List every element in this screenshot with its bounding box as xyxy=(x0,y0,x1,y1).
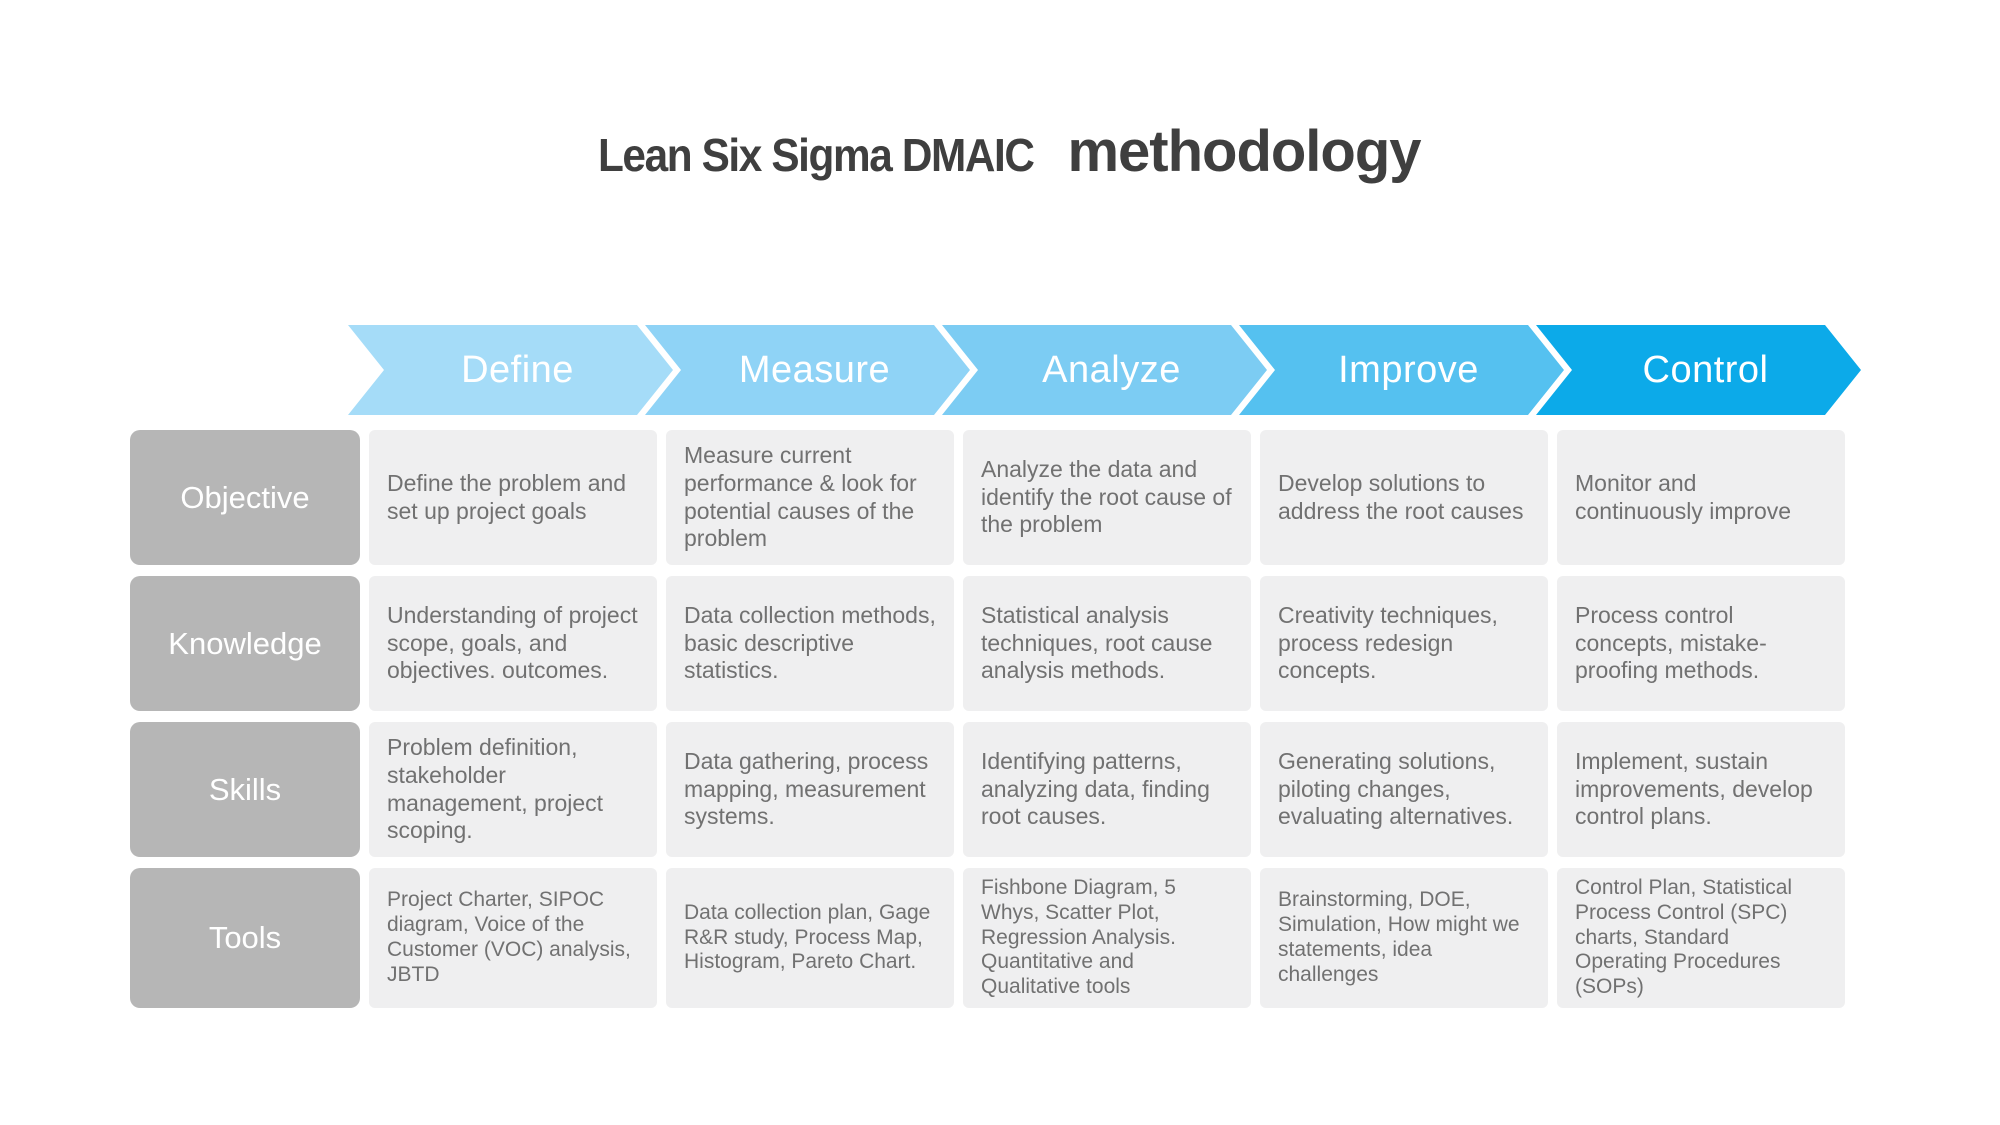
cell-skills-define: Problem definition, stakeholder manageme… xyxy=(369,722,657,857)
cell-tools-analyze: Fishbone Diagram, 5 Whys, Scatter Plot, … xyxy=(963,868,1251,1008)
phase-label-define: Define xyxy=(461,348,574,391)
cell-skills-measure: Data gathering, process mapping, measure… xyxy=(666,722,954,857)
cell-skills-control: Implement, sustain improvements, develop… xyxy=(1557,722,1845,857)
phase-arrow-control: Control xyxy=(1536,325,1861,415)
cell-objective-improve: Develop solutions to address the root ca… xyxy=(1260,430,1548,565)
page-title: Lean Six Sigma DMAIC methodology xyxy=(0,118,2000,185)
phase-arrow-analyze: Analyze xyxy=(942,325,1267,415)
phase-label-analyze: Analyze xyxy=(1042,348,1181,391)
cell-tools-define: Project Charter, SIPOC diagram, Voice of… xyxy=(369,868,657,1008)
phase-label-measure: Measure xyxy=(738,348,891,391)
row-label-skills: Skills xyxy=(130,722,360,857)
cell-knowledge-define: Understanding of project scope, goals, a… xyxy=(369,576,657,711)
title-prefix: Lean Six Sigma DMAIC xyxy=(598,129,1035,181)
cell-objective-measure: Measure current performance & look for p… xyxy=(666,430,954,565)
row-label-tools: Tools xyxy=(130,868,360,1008)
phase-arrow-improve: Improve xyxy=(1239,325,1564,415)
phase-arrow-band: Define Measure Analyze Improve Control xyxy=(348,325,1888,415)
row-label-objective: Objective xyxy=(130,430,360,565)
cell-tools-improve: Brainstorming, DOE, Simulation, How migh… xyxy=(1260,868,1548,1008)
phase-arrow-define: Define xyxy=(348,325,673,415)
cell-skills-improve: Generating solutions, piloting changes, … xyxy=(1260,722,1548,857)
cell-knowledge-analyze: Statistical analysis techniques, root ca… xyxy=(963,576,1251,711)
title-emphasis: methodology xyxy=(1067,119,1421,184)
phase-arrow-measure: Measure xyxy=(645,325,970,415)
cell-knowledge-control: Process control concepts, mistake-proofi… xyxy=(1557,576,1845,711)
cell-tools-measure: Data collection plan, Gage R&R study, Pr… xyxy=(666,868,954,1008)
dmaic-table: Objective Define the problem and set up … xyxy=(130,430,1845,1008)
cell-objective-analyze: Analyze the data and identify the root c… xyxy=(963,430,1251,565)
cell-knowledge-improve: Creativity techniques, process redesign … xyxy=(1260,576,1548,711)
phase-label-improve: Improve xyxy=(1338,348,1479,391)
cell-objective-control: Monitor and continuously improve xyxy=(1557,430,1845,565)
cell-tools-control: Control Plan, Statistical Process Contro… xyxy=(1557,868,1845,1008)
phase-label-control: Control xyxy=(1642,348,1769,391)
cell-objective-define: Define the problem and set up project go… xyxy=(369,430,657,565)
cell-knowledge-measure: Data collection methods, basic descripti… xyxy=(666,576,954,711)
row-label-knowledge: Knowledge xyxy=(130,576,360,711)
cell-skills-analyze: Identifying patterns, analyzing data, fi… xyxy=(963,722,1251,857)
